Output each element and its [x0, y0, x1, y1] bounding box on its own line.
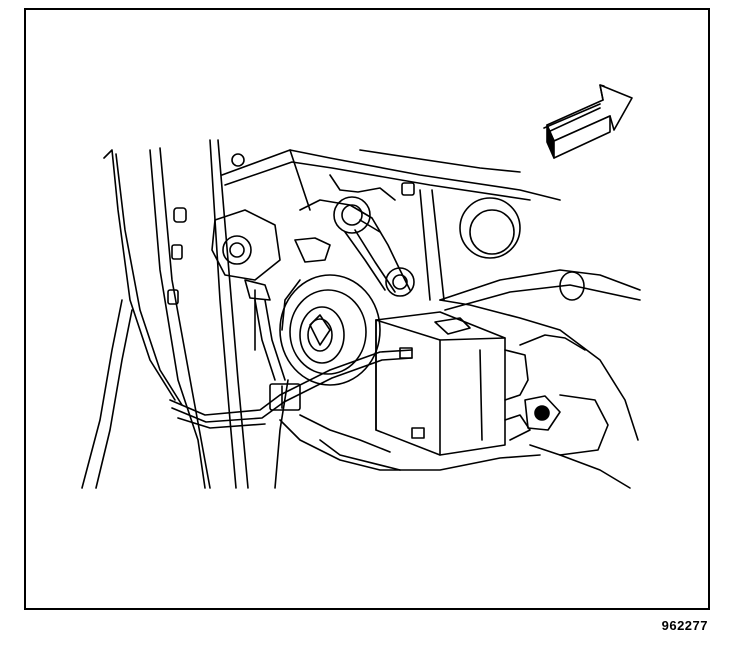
control-module: [376, 312, 530, 455]
upper-body-panel: [222, 150, 640, 310]
lower-floor-panel: [275, 300, 638, 488]
body-pillar: [82, 140, 248, 488]
figure-id-label: 962277: [661, 618, 708, 633]
inner-panel: [212, 210, 280, 350]
front-arrow-icon: [544, 85, 632, 158]
wiring-harness: [170, 300, 412, 428]
motor-assembly: [280, 197, 414, 385]
module-fastener: [520, 335, 608, 455]
harness-connector: [270, 384, 300, 410]
